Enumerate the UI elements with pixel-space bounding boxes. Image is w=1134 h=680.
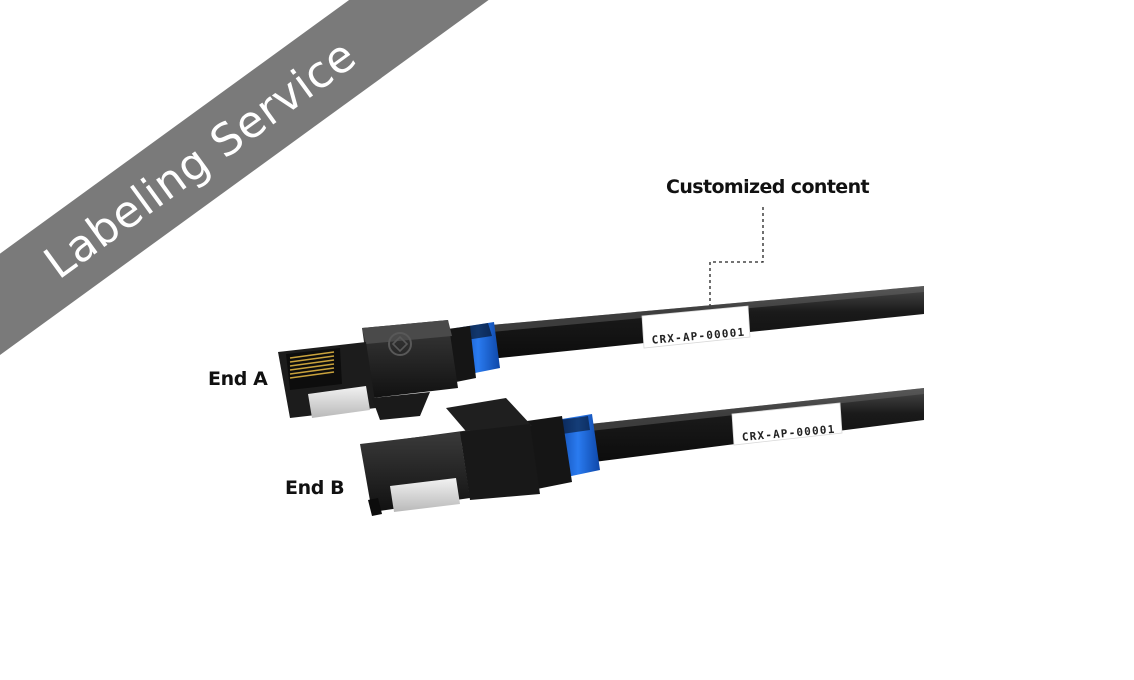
callout-leader-line [709,207,764,312]
customized-content-callout: Customized content [666,176,870,198]
connector-a [278,320,500,420]
hand-shield-logo-icon [388,332,412,356]
gold-contacts [289,351,335,379]
end-b-label: End B [285,477,345,499]
end-a-label: End A [208,368,268,390]
connector-b [360,398,600,516]
